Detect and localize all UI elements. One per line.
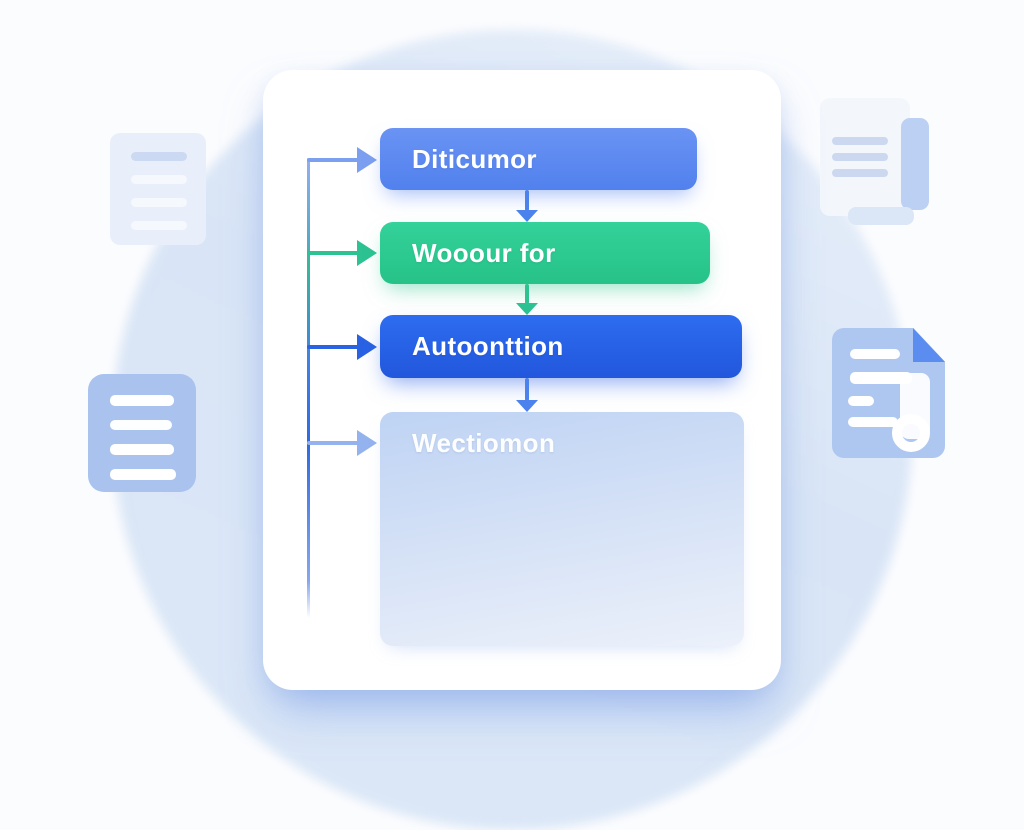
arrow-line [525, 190, 529, 211]
arrow-line [307, 345, 359, 349]
document-text-line [110, 469, 176, 480]
arrow-line [525, 378, 529, 401]
document-text-line [850, 372, 912, 384]
arrow-head-right-icon [357, 240, 377, 266]
arrow-head-right-icon [357, 334, 377, 360]
flow-node-2: Wooour for [380, 222, 710, 284]
arrow-line [307, 158, 359, 162]
arrow-head-down-icon [516, 303, 538, 315]
arrow-head-down-icon [516, 210, 538, 222]
flow-node-label: Wectiomon [412, 428, 556, 458]
document-text-line [848, 396, 874, 406]
seal-ring [892, 414, 930, 452]
arrow-head-down-icon [516, 400, 538, 412]
flowchart-card: Diticumor Wooour for Autoonttion Wectiom… [263, 70, 781, 690]
flow-rail-line [307, 158, 310, 618]
document-text-line [832, 169, 888, 177]
flow-node-label: Diticumor [412, 143, 537, 174]
document-text-line [832, 153, 888, 161]
document-pages-icon-top-right [820, 98, 930, 228]
document-back-page [901, 118, 929, 210]
arrow-head-right-icon [357, 430, 377, 456]
flow-node-label: Autoonttion [412, 331, 564, 361]
arrow-head-right-icon [357, 147, 377, 173]
document-text-line [832, 137, 888, 145]
document-badge-icon-right [832, 328, 945, 458]
document-text-line [131, 198, 187, 207]
document-lines-icon-top-left [110, 133, 206, 245]
document-text-line [110, 444, 174, 455]
arrow-line [525, 284, 529, 304]
flow-node-4: Wectiomon [380, 412, 744, 646]
document-text-line [131, 152, 187, 161]
document-text-line [850, 349, 900, 359]
document-text-line [131, 221, 187, 230]
document-text-line [848, 417, 898, 427]
document-text-line [131, 175, 187, 184]
document-text-line [110, 420, 172, 430]
arrow-line [307, 441, 359, 445]
document-text-line [110, 395, 174, 406]
flow-node-3: Autoonttion [380, 315, 742, 378]
document-footer-bar [848, 207, 914, 225]
flow-node-1: Diticumor [380, 128, 697, 190]
arrow-line [307, 251, 359, 255]
document-lines-icon-left [88, 374, 196, 492]
flow-node-label: Wooour for [412, 237, 556, 268]
